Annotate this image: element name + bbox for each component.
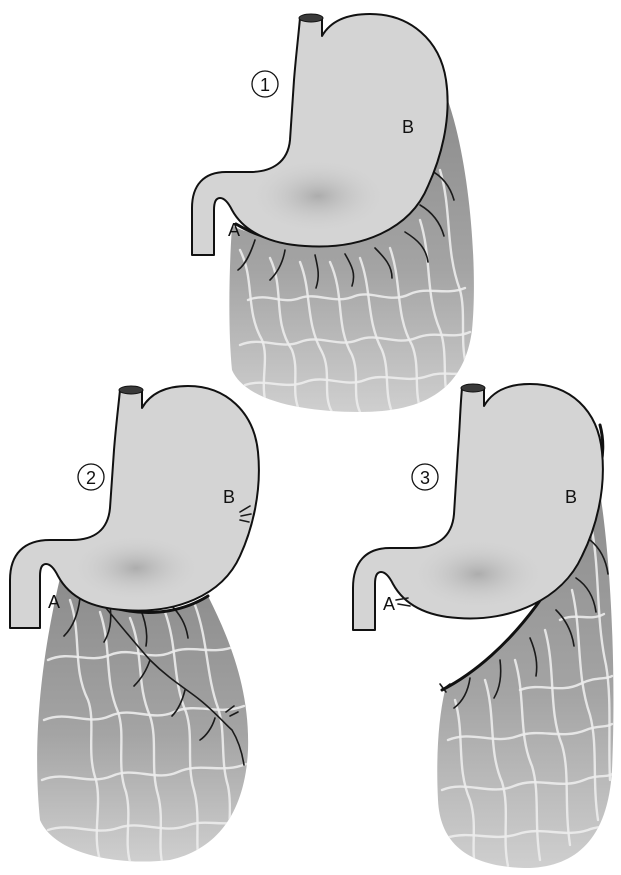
label-a-2: A (48, 592, 60, 612)
svg-text:2: 2 (86, 468, 96, 488)
esophagus-cap-2 (119, 386, 143, 394)
panel-2: A B 2 (10, 386, 259, 862)
omentum-2 (37, 578, 248, 862)
panel-1: A B 1 (192, 14, 474, 412)
label-b-3: B (565, 487, 577, 507)
panel-3: A B 3 (353, 384, 613, 868)
rugae-shading-2 (70, 534, 202, 602)
rugae-shading-3 (410, 538, 546, 610)
label-b-2: B (223, 487, 235, 507)
svg-text:3: 3 (420, 468, 430, 488)
label-a-3: A (383, 594, 395, 614)
panel-number-1: 1 (252, 71, 278, 97)
label-b-1: B (402, 117, 414, 137)
esophagus-cap-1 (299, 14, 323, 22)
panel-number-2: 2 (78, 464, 104, 490)
rugae-shading-1 (248, 158, 388, 234)
label-a-1: A (228, 220, 240, 240)
esophagus-cap-3 (461, 384, 485, 392)
svg-text:1: 1 (260, 75, 270, 95)
panel-number-3: 3 (412, 464, 438, 490)
